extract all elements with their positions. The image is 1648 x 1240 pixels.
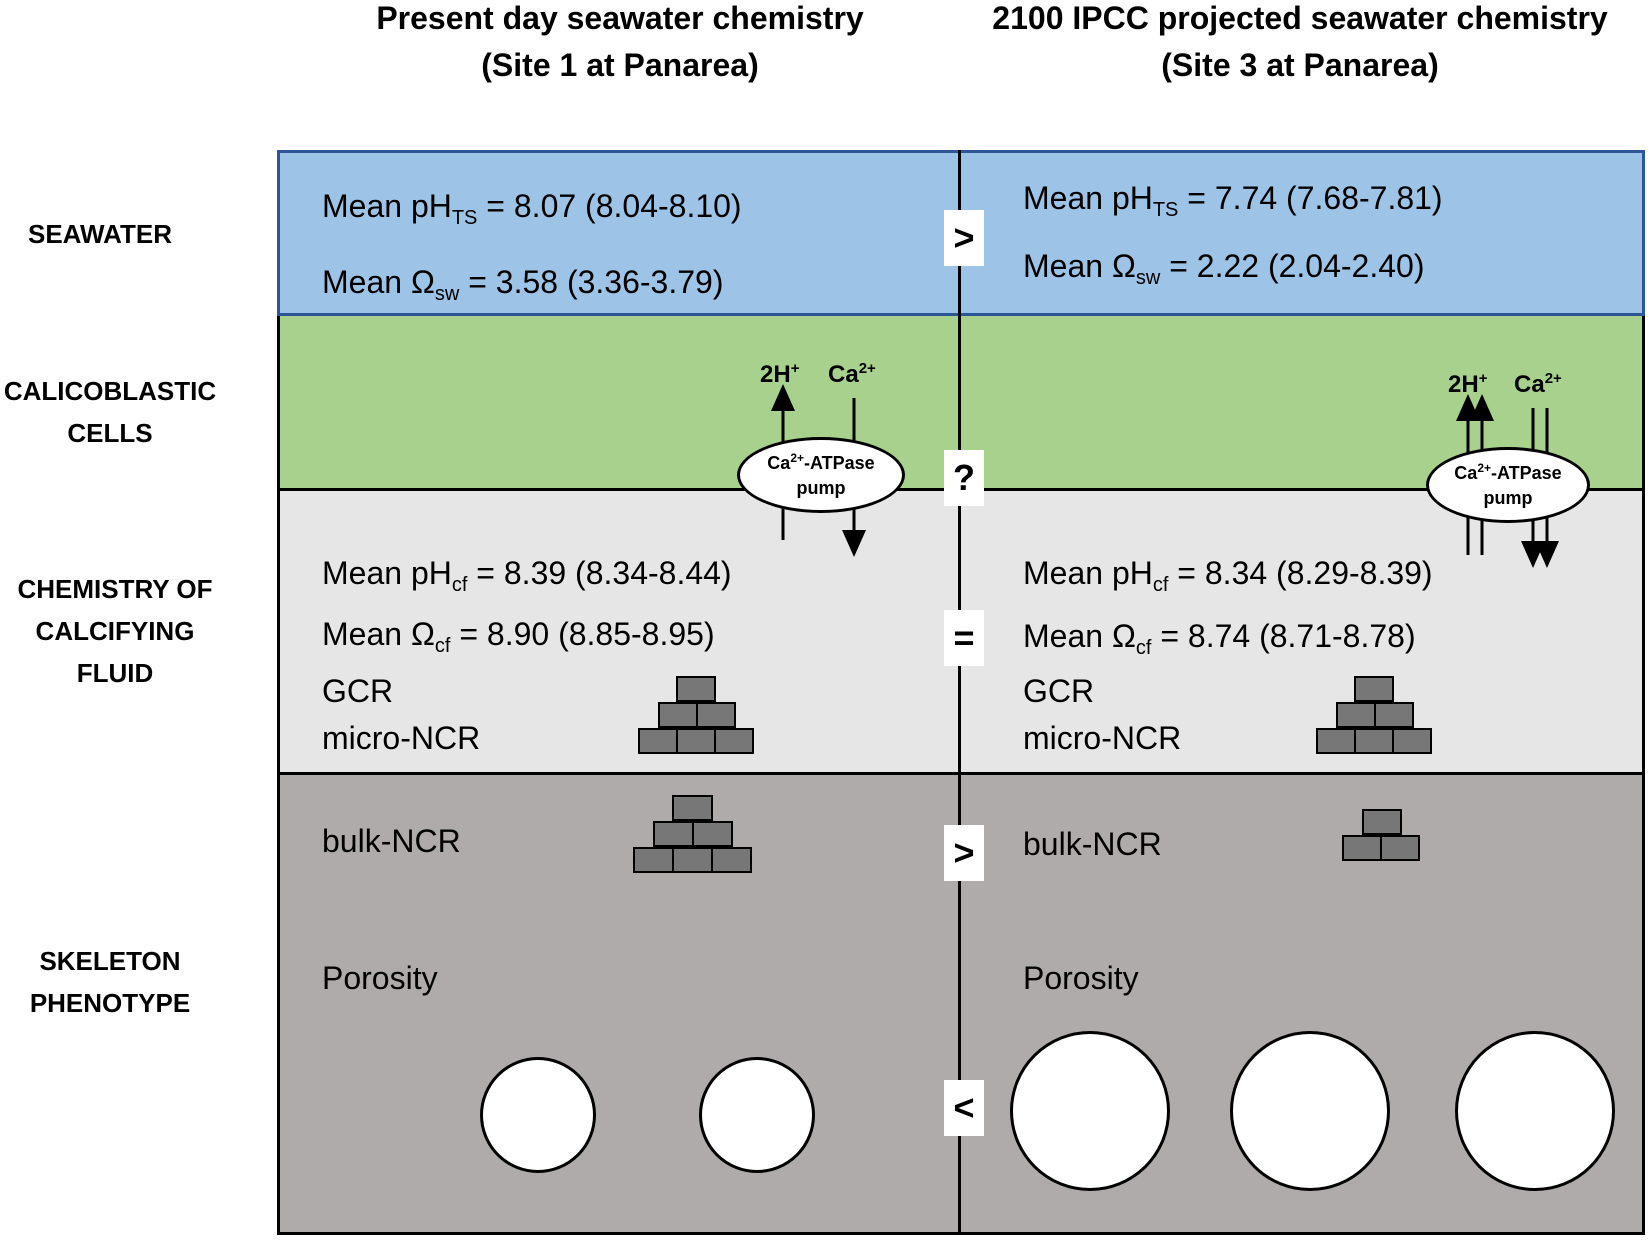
brick (1362, 809, 1402, 835)
brick (653, 821, 694, 847)
column-title-2100: 2100 IPCC projected seawater chemistry (… (950, 0, 1648, 89)
seawater-comparison: > (944, 210, 984, 266)
brick (638, 728, 678, 754)
brick (672, 847, 713, 873)
column-title-2100-line1: 2100 IPCC projected seawater chemistry (992, 0, 1608, 36)
brick (658, 702, 698, 728)
left-ca-label: Ca2+ (828, 360, 876, 388)
cells-comparison: ? (944, 450, 984, 506)
right-ca-label: Ca2+ (1514, 370, 1562, 398)
brick (1342, 835, 1382, 861)
center-divider (958, 150, 961, 1235)
brick (1316, 728, 1356, 754)
porosity-comparison: < (944, 1080, 984, 1136)
fluid-right-omega: Mean Ωcf = 8.74 (8.71-8.78) (1023, 618, 1416, 659)
skeleton-right-porosity: Porosity (1023, 960, 1139, 996)
right-h-label: 2H+ (1448, 370, 1488, 398)
bulk-comparison: > (944, 825, 984, 881)
brick (676, 676, 716, 702)
skeleton-left-porosity: Porosity (322, 960, 438, 996)
brick (692, 821, 733, 847)
brick (676, 728, 716, 754)
fluid-left-micro: micro-NCR (322, 720, 481, 756)
column-title-present-line2: (Site 1 at Panarea) (481, 47, 759, 83)
column-title-present-line1: Present day seawater chemistry (376, 0, 864, 36)
pore-small-2 (699, 1057, 815, 1173)
pore-large-3 (1455, 1031, 1615, 1191)
row-label-skeleton-phenotype: SKELETON PHENOTYPE (29, 946, 191, 1018)
skeleton-left-bulk: bulk-NCR (322, 823, 461, 859)
brick (1336, 702, 1376, 728)
left-h-label: 2H+ (760, 360, 800, 388)
brick (1380, 835, 1420, 861)
fluid-left-gcr: GCR (322, 673, 394, 709)
brick (696, 702, 736, 728)
left-micro-ncr-bricks (638, 676, 758, 756)
pore-large-1 (1010, 1031, 1170, 1191)
right-bulk-ncr-bricks (1342, 809, 1422, 865)
brick (672, 795, 713, 821)
right-atpase-pump: Ca2+-ATPase pump (1426, 447, 1590, 523)
brick (711, 847, 752, 873)
fluid-left-omega: Mean Ωcf = 8.90 (8.85-8.95) (322, 616, 715, 657)
brick (1354, 676, 1394, 702)
seawater-left-omega: Mean Ωsw = 3.58 (3.36-3.79) (322, 264, 724, 305)
pore-small-1 (480, 1057, 596, 1173)
left-bulk-ncr-bricks (633, 795, 757, 875)
left-atpase-pump: Ca2+-ATPase pump (737, 437, 905, 513)
brick (1392, 728, 1432, 754)
seawater-left-ph: Mean pHTS = 8.07 (8.04-8.10) (322, 188, 742, 229)
right-micro-ncr-bricks (1316, 676, 1436, 756)
fluid-right-gcr: GCR (1023, 673, 1095, 709)
fluid-right-ph: Mean pHcf = 8.34 (8.29-8.39) (1023, 555, 1433, 596)
row-label-calicoblastic-cells: CALICOBLASTIC CELLS (3, 376, 217, 448)
brick (1354, 728, 1394, 754)
brick (714, 728, 754, 754)
seawater-right-ph: Mean pHTS = 7.74 (7.68-7.81) (1023, 180, 1443, 221)
pore-large-2 (1230, 1031, 1390, 1191)
column-title-2100-line2: (Site 3 at Panarea) (1161, 47, 1439, 83)
fluid-right-micro: micro-NCR (1023, 720, 1182, 756)
skeleton-right-bulk: bulk-NCR (1023, 826, 1162, 862)
brick (633, 847, 674, 873)
seawater-right-omega: Mean Ωsw = 2.22 (2.04-2.40) (1023, 248, 1425, 289)
row-label-seawater: SEAWATER (28, 219, 172, 249)
row-label-calcifying-fluid: CHEMISTRY OF CALCIFYING FLUID (17, 574, 213, 688)
brick (1374, 702, 1414, 728)
fluid-comparison: = (944, 610, 984, 666)
column-title-present: Present day seawater chemistry (Site 1 a… (300, 0, 940, 89)
fluid-left-ph: Mean pHcf = 8.39 (8.34-8.44) (322, 555, 732, 596)
